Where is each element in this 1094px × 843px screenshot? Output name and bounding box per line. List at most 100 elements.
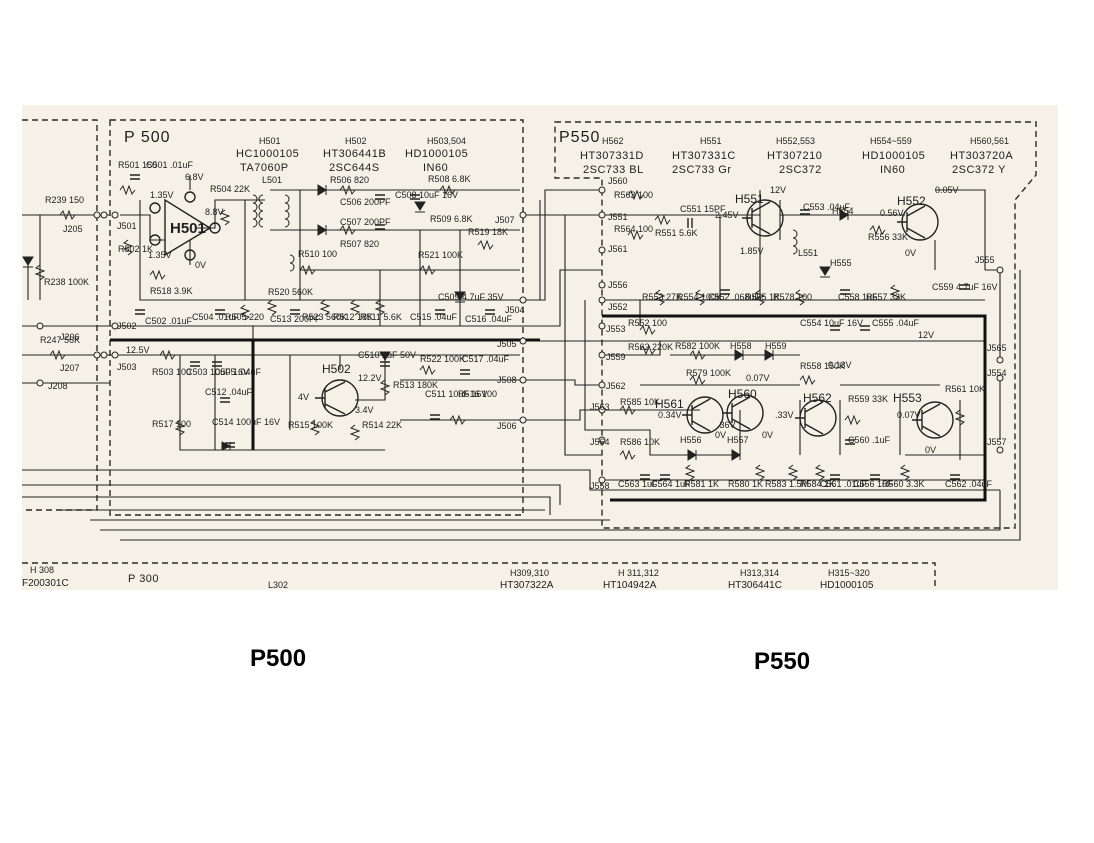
opamp-h501 <box>149 191 221 261</box>
svg-text:0V: 0V <box>762 430 773 440</box>
svg-text:R579 100K: R579 100K <box>686 368 731 378</box>
svg-text:J508: J508 <box>497 375 517 385</box>
svg-text:R509 6.8K: R509 6.8K <box>430 214 473 224</box>
transistor-h502-label: H502 <box>322 362 351 376</box>
caption-p550: P550 <box>754 648 811 675</box>
svg-text:R585 10K: R585 10K <box>620 397 660 407</box>
svg-text:R553 27K: R553 27K <box>642 292 682 302</box>
svg-text:R580 1K: R580 1K <box>728 479 763 489</box>
svg-text:2SC733 Gr: 2SC733 Gr <box>672 164 732 176</box>
resistors <box>34 184 966 481</box>
svg-text:H558: H558 <box>730 341 752 351</box>
svg-text:C511 10uF 16V: C511 10uF 16V <box>425 389 487 399</box>
svg-text:R512 18K: R512 18K <box>333 312 373 322</box>
p500-header-h503-504: H503,504 HD1000105 IN60 <box>405 136 468 174</box>
svg-text:HT307331C: HT307331C <box>672 150 736 162</box>
svg-text:J554: J554 <box>987 368 1007 378</box>
svg-text:0V: 0V <box>905 248 916 258</box>
svg-text:C515 .04uF: C515 .04uF <box>410 312 458 322</box>
transistor-h553-label: H553 <box>893 391 922 405</box>
svg-text:H313,314: H313,314 <box>740 568 779 578</box>
caption-p500: P500 <box>250 645 307 672</box>
svg-text:J503: J503 <box>117 362 137 372</box>
transistor-h552-label: H552 <box>897 194 926 208</box>
svg-text:HC1000105: HC1000105 <box>236 148 299 160</box>
svg-text:J206: J206 <box>60 332 80 342</box>
svg-text:HT307322A: HT307322A <box>500 580 554 591</box>
transistor-h551 <box>742 199 784 237</box>
svg-text:J507: J507 <box>495 215 515 225</box>
svg-text:L501: L501 <box>262 175 282 185</box>
p550-component-labels: J560 R563 100 J551 R564 100 J561 R551 5.… <box>590 176 1007 491</box>
svg-text:HT307331D: HT307331D <box>580 150 644 162</box>
svg-text:H555: H555 <box>830 258 852 268</box>
p500-voltage-labels: 1.35V 6.8V 8.8V 0V 1.35V 12.5V 12.2V 4V … <box>126 172 382 415</box>
svg-text:H562: H562 <box>602 136 624 146</box>
svg-text:R510 100: R510 100 <box>298 249 337 259</box>
svg-text:H552,553: H552,553 <box>776 136 815 146</box>
svg-text:H554~559: H554~559 <box>870 136 912 146</box>
svg-text:12.2V: 12.2V <box>358 373 382 383</box>
svg-text:J560: J560 <box>608 176 628 186</box>
svg-text:C551 15PF: C551 15PF <box>680 204 726 214</box>
svg-text:J501: J501 <box>117 221 137 231</box>
svg-text:J506: J506 <box>497 421 517 431</box>
svg-text:R515 100K: R515 100K <box>288 420 333 430</box>
svg-text:2.45V: 2.45V <box>715 210 739 220</box>
svg-text:J556: J556 <box>608 280 628 290</box>
svg-text:J559: J559 <box>606 352 626 362</box>
svg-text:R563 100: R563 100 <box>614 190 653 200</box>
svg-text:J558: J558 <box>590 481 610 491</box>
svg-text:0.13V: 0.13V <box>828 360 852 370</box>
svg-text:H 311,312: H 311,312 <box>618 568 659 578</box>
svg-text:HT104942A: HT104942A <box>603 580 657 591</box>
svg-text:R582 100K: R582 100K <box>675 341 720 351</box>
svg-text:F200301C: F200301C <box>22 578 69 589</box>
svg-text:R518 3.9K: R518 3.9K <box>150 286 193 296</box>
svg-text:0V: 0V <box>715 430 726 440</box>
svg-text:J208: J208 <box>48 381 68 391</box>
p550-header-h554-559: H554~559 HD1000105 IN60 <box>862 136 925 176</box>
opamp-h501-label: H501 <box>170 220 206 237</box>
svg-text:R504 22K: R504 22K <box>210 184 250 194</box>
svg-text:R559 33K: R559 33K <box>848 394 888 404</box>
svg-text:R551 5.6K: R551 5.6K <box>655 228 698 238</box>
svg-text:H551: H551 <box>700 136 722 146</box>
svg-text:0.07V: 0.07V <box>746 373 770 383</box>
svg-text:C501 .01uF: C501 .01uF <box>146 160 194 170</box>
svg-text:1.35V: 1.35V <box>150 190 174 200</box>
transistor-h552 <box>897 203 939 241</box>
svg-text:J553: J553 <box>606 324 626 334</box>
svg-text:2SC644S: 2SC644S <box>329 162 380 174</box>
svg-text:C564 1uF: C564 1uF <box>651 479 691 489</box>
svg-text:HT306441B: HT306441B <box>323 148 386 160</box>
svg-text:C554 10uF 16V: C554 10uF 16V <box>800 318 863 328</box>
svg-text:HT303720A: HT303720A <box>950 150 1013 162</box>
svg-text:H503,504: H503,504 <box>427 136 466 146</box>
svg-text:IN60: IN60 <box>880 164 905 176</box>
svg-text:J205: J205 <box>63 224 83 234</box>
svg-text:4V: 4V <box>298 392 309 402</box>
svg-text:C505 .04uF: C505 .04uF <box>214 367 262 377</box>
svg-text:R555 1K: R555 1K <box>745 292 780 302</box>
svg-text:J552: J552 <box>608 302 628 312</box>
svg-text:C561 .01uF: C561 .01uF <box>820 479 868 489</box>
svg-text:R557 33K: R557 33K <box>866 292 906 302</box>
svg-text:R520 560K: R520 560K <box>268 287 313 297</box>
svg-text:IN60: IN60 <box>423 162 448 174</box>
svg-text:3.4V: 3.4V <box>355 405 374 415</box>
transistor-h560-label: H560 <box>728 387 757 401</box>
svg-text:R503 100: R503 100 <box>152 367 191 377</box>
svg-text:0V: 0V <box>195 260 206 270</box>
svg-text:R554 100K: R554 100K <box>677 292 722 302</box>
svg-text:H502: H502 <box>345 136 367 146</box>
svg-text:1.85V: 1.85V <box>740 246 764 256</box>
svg-text:J561: J561 <box>608 244 628 254</box>
terminals <box>36 186 1004 484</box>
svg-text:R517 100: R517 100 <box>152 419 191 429</box>
svg-text:C517 .04uF: C517 .04uF <box>462 354 510 364</box>
svg-text:C508 10uF 16V: C508 10uF 16V <box>395 190 458 200</box>
svg-text:R561 10K: R561 10K <box>945 384 985 394</box>
svg-text:H557: H557 <box>727 435 749 445</box>
